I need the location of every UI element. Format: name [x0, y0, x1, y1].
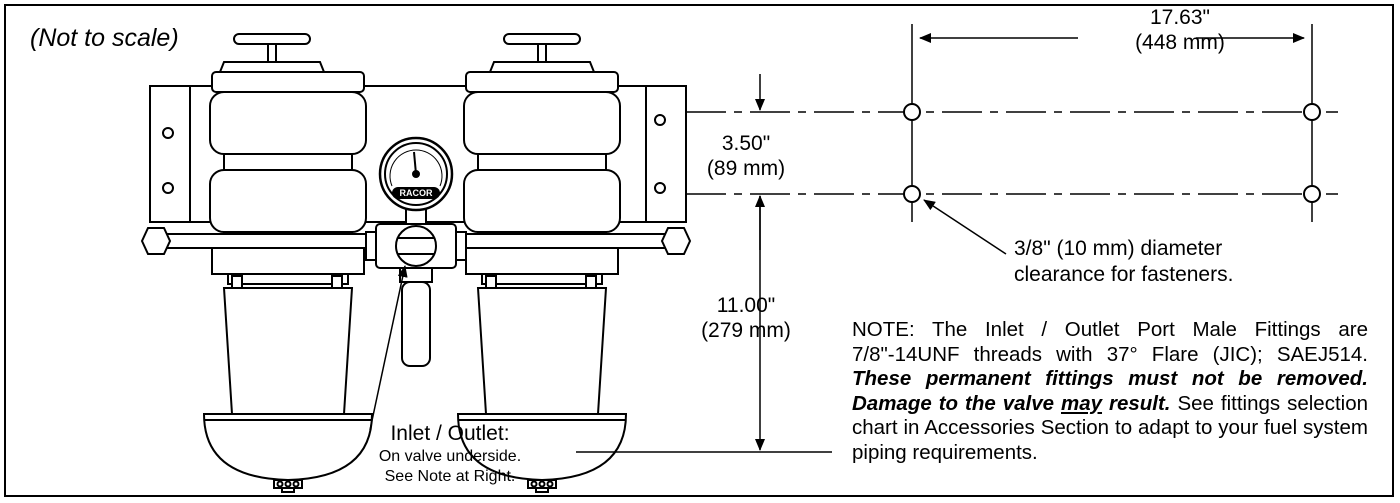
port-title: Inlet / Outlet: [390, 422, 510, 445]
selector-valve [365, 195, 467, 367]
height-dimension-label: 11.00" (279 mm) [696, 294, 796, 344]
port-line1: On valve underside. [378, 447, 522, 465]
warning-end: result. [1102, 391, 1171, 415]
note-warning: These permanent fittings must not be rem… [852, 367, 1368, 415]
fitting-note: NOTE: The Inlet / Outlet Port Male Fitti… [852, 318, 1368, 465]
mount-hole-icon [903, 103, 921, 121]
hole-note-line2: clearance for fasteners. [1014, 263, 1234, 287]
port-leader-line [369, 265, 408, 431]
inlet-outlet-label: Inlet / Outlet: On valve underside. See … [270, 422, 630, 487]
bracket-hole-icon [654, 182, 666, 194]
bracket-hole-icon [162, 127, 174, 139]
mount-hole-icon [1303, 103, 1321, 121]
width-inches: 17.63" [1149, 6, 1210, 29]
bracket-hole-icon [162, 182, 174, 194]
width-dimension-label: 17.63" (448 mm) [1080, 6, 1280, 56]
note-accessories: See fittings selection chart in Accessor… [852, 391, 1368, 464]
bolt-spacing-millimeters: (89 mm) [706, 156, 786, 180]
warning-may: may [1060, 391, 1103, 415]
note-text: NOTE: The Inlet / Outlet Port Male Fitti… [852, 318, 1368, 366]
bracket-hole-icon [654, 114, 666, 126]
mount-hole-icon [1303, 185, 1321, 203]
bolt-pattern [686, 24, 1338, 255]
clearance-hole-note: 3/8" (10 mm) diameter clearance for fast… [1014, 236, 1233, 289]
warning-text: These permanent fittings must not be rem… [852, 367, 1368, 415]
hole-leader-line [923, 199, 1007, 255]
not-to-scale-note: (Not to scale) [30, 24, 179, 52]
diagram-frame [4, 4, 1394, 497]
port-line2: See Note at Right. [384, 467, 516, 485]
bolt-spacing-inches: 3.50" [721, 132, 771, 155]
bolt-spacing-label: 3.50" (89 mm) [696, 132, 796, 182]
pressure-gauge: RACOR [378, 136, 454, 212]
mount-hole-icon [903, 185, 921, 203]
valve-handle [401, 281, 431, 367]
gauge-brand-label: RACOR [400, 188, 433, 198]
height-millimeters: (279 mm) [701, 318, 791, 342]
height-inches: 11.00" [716, 294, 776, 317]
width-millimeters: (448 mm) [1135, 30, 1225, 54]
vertical-dimensions [576, 74, 832, 453]
hole-note-line1: 3/8" (10 mm) diameter [1014, 237, 1223, 260]
